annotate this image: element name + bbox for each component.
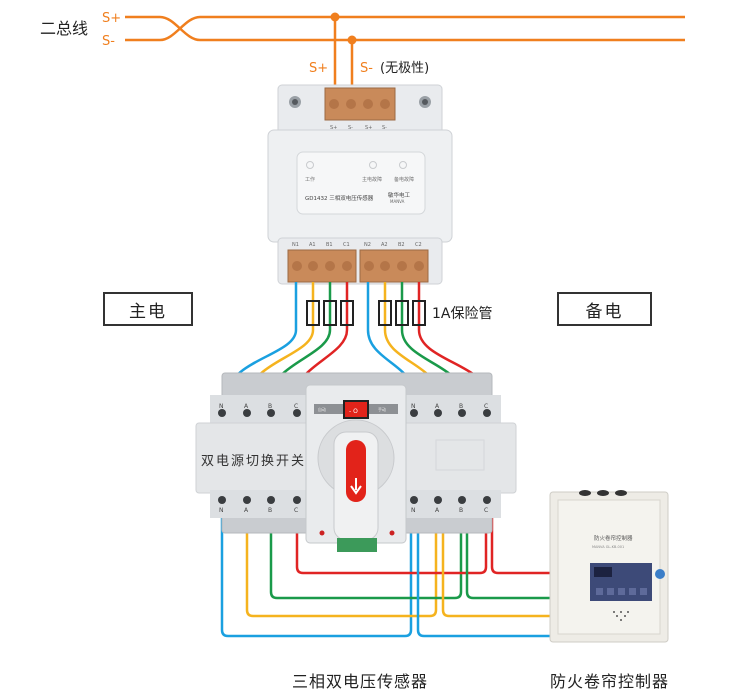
svg-text:C2: C2: [415, 242, 422, 248]
sensor-face-panel: [296, 151, 426, 215]
backup-power-label-box: 备电: [557, 292, 652, 326]
fuse-group: [306, 300, 426, 326]
sensor-bottom-terminal-labels: N1 A1 B1 C1 N2 A2 B2 C2: [292, 242, 422, 248]
switch-name-label: 双电源切换开关: [201, 454, 306, 469]
indicator-led: [306, 161, 314, 169]
speaker-icon: [613, 611, 629, 621]
main-power-label: 主电: [129, 301, 167, 322]
svg-text:C: C: [294, 507, 298, 514]
bus-s-minus-label: S-: [102, 34, 115, 49]
svg-text:S+: S+: [330, 125, 337, 131]
arrow-down-icon: [350, 478, 362, 495]
indicator-label-backup-fault: 备电故障: [394, 176, 414, 183]
sensor-model-label: GD1432 三相双电压传感器: [305, 194, 374, 202]
indicator-led: [369, 161, 377, 169]
svg-text:A: A: [435, 403, 440, 410]
polarity-note: (无极性): [380, 61, 429, 76]
svg-text:A: A: [244, 403, 249, 410]
svg-text:N: N: [219, 507, 224, 514]
svg-text:C: C: [484, 507, 488, 514]
svg-text:B2: B2: [398, 242, 405, 248]
rocker-switch-label: - O: [349, 408, 358, 415]
indicator-led: [399, 161, 407, 169]
svg-text:N2: N2: [364, 242, 371, 248]
svg-text:S-: S-: [348, 125, 353, 131]
bus-junction-s-plus: [330, 12, 340, 22]
sensor-brand: 敏华电工: [388, 191, 411, 199]
bus-label: 二总线: [40, 19, 88, 38]
svg-text:B1: B1: [326, 242, 333, 248]
backup-power-label: 备电: [585, 301, 624, 322]
svg-text:B: B: [268, 507, 272, 514]
fuse-icon: [412, 300, 426, 326]
bus-wire-s-minus: [125, 15, 685, 42]
fuse-icon: [340, 300, 354, 326]
svg-text:A: A: [244, 507, 249, 514]
status-led: [389, 530, 395, 536]
bus-junction-s-minus: [347, 35, 357, 45]
svg-text:C: C: [484, 403, 488, 410]
auto-tag: 自动: [318, 406, 326, 412]
key-lock-icon: [655, 569, 665, 579]
svg-text:A2: A2: [381, 242, 388, 248]
svg-text:C: C: [294, 403, 298, 410]
switch-bottom-phase-labels: N A B C N A B C: [219, 507, 488, 514]
bus-s-plus-label: S+: [102, 11, 121, 26]
svg-text:A: A: [435, 507, 440, 514]
fire-shutter-controller: [549, 490, 669, 643]
fuse-icon: [306, 300, 320, 326]
manual-tag: 手动: [378, 406, 386, 412]
two-wire-bus: [125, 15, 685, 92]
sensor-top-terminal-labels: S+ S- S+ S-: [330, 125, 387, 131]
indicator-label-main-fault: 主电故障: [362, 176, 382, 183]
svg-text:S+: S+: [365, 125, 372, 131]
fuse-icon: [323, 300, 337, 326]
controller-title: 防火卷帘控制器: [594, 534, 633, 542]
main-power-label-box: 主电: [103, 292, 193, 326]
sensor-caption: 三相双电压传感器: [292, 672, 429, 691]
status-led: [319, 530, 325, 536]
controller-subtitle: MANVA GL-KB-001: [592, 545, 624, 549]
switch-to-controller-wires: [220, 510, 552, 638]
svg-text:S-: S-: [382, 125, 387, 131]
indicator-label-work: 工作: [305, 176, 315, 183]
svg-text:B: B: [459, 507, 463, 514]
tap-s-minus-label: S-: [360, 61, 373, 76]
svg-text:N: N: [411, 507, 416, 514]
bus-wire-s-plus: [125, 15, 685, 42]
fuse-icon: [395, 300, 409, 326]
switch-top-phase-labels: N A B C N A B C: [219, 403, 488, 410]
svg-text:A1: A1: [309, 242, 316, 248]
tap-s-plus-label: S+: [309, 61, 328, 76]
svg-text:C1: C1: [343, 242, 350, 248]
dual-power-transfer-switch: [195, 372, 517, 552]
aux-terminal: [337, 538, 377, 552]
svg-text:N: N: [219, 403, 224, 410]
voltage-sensor-module: [267, 84, 453, 285]
sensor-brand-en: MANVA: [390, 199, 405, 204]
fuse-label: 1A保险管: [432, 306, 492, 322]
svg-text:N1: N1: [292, 242, 299, 248]
fuse-icon: [378, 300, 392, 326]
power-rocker-switch[interactable]: [345, 402, 367, 417]
controller-caption: 防火卷帘控制器: [550, 672, 670, 691]
svg-text:B: B: [268, 403, 272, 410]
svg-text:N: N: [411, 403, 416, 410]
svg-text:B: B: [459, 403, 463, 410]
